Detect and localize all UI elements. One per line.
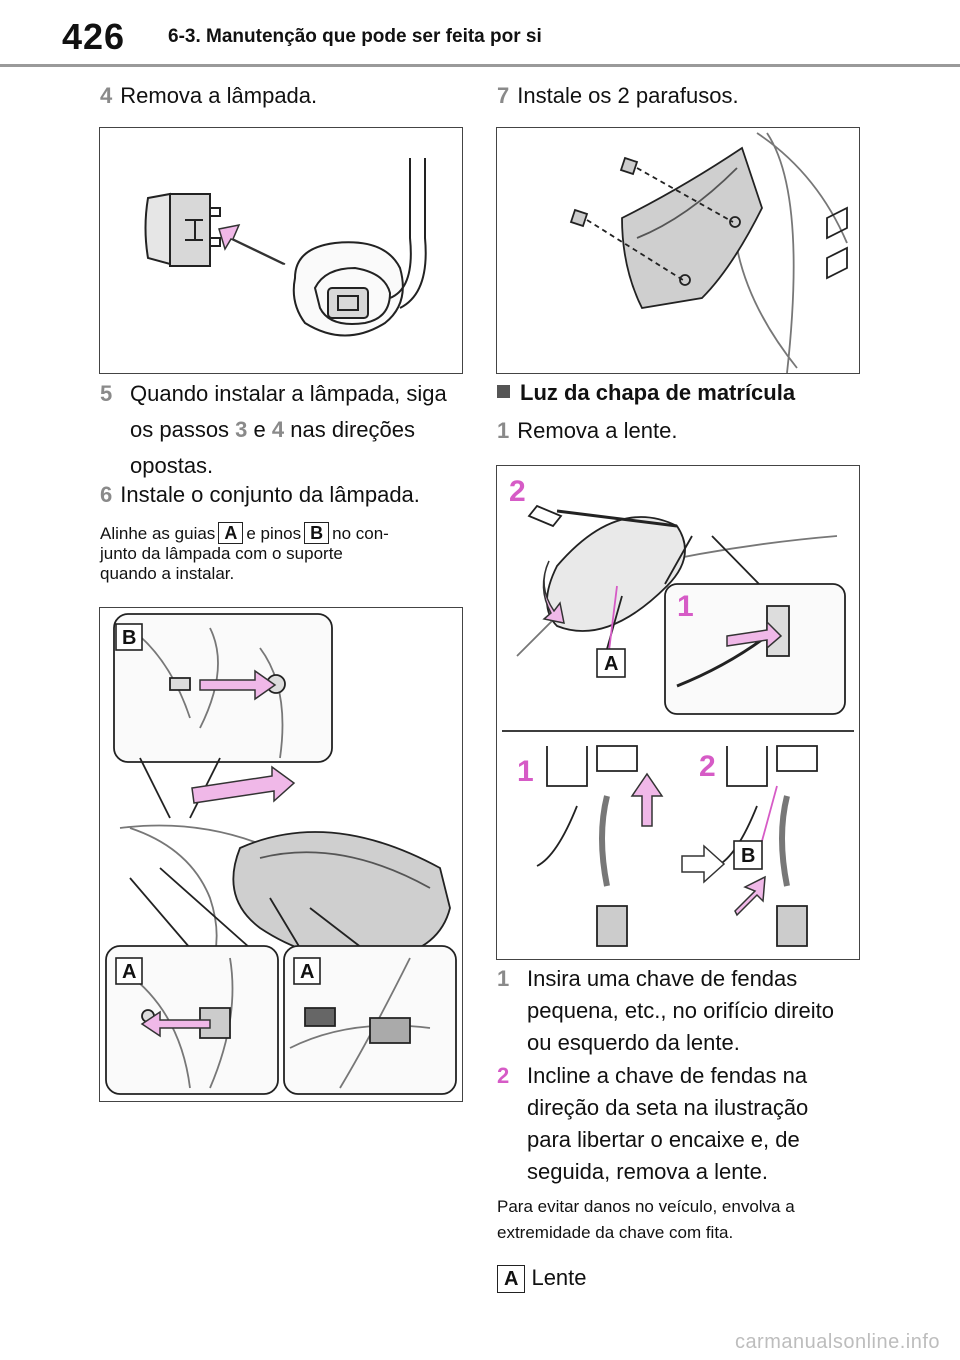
next-arrow: [681, 844, 726, 884]
ref-step: 4: [271, 417, 285, 442]
figure-install-bulb-assembly: B A A: [99, 607, 463, 1102]
step-number: 6: [100, 482, 113, 507]
square-bullet-icon: [497, 385, 510, 398]
callout-number-1: 1: [517, 755, 534, 788]
step-5-line1: Quando instalar a lâmpada, siga: [130, 381, 447, 406]
step-line: ou esquerdo da lente.: [527, 1030, 740, 1055]
step-line: direção da seta na ilustração: [527, 1095, 809, 1120]
fig-label-a: A: [300, 961, 314, 983]
note-line3: quando a instalar.: [100, 564, 235, 583]
note-line1: Para evitar danos no veículo, envolva a: [497, 1197, 795, 1216]
label-b: B: [304, 522, 330, 544]
lens-removal-illustration: 2 1 1 2 A B: [502, 475, 854, 947]
step-5-line3: opostas.: [130, 453, 214, 478]
step-4: 4 Remova a lâmpada.: [100, 80, 317, 112]
pink-curved-arrow: [542, 560, 565, 624]
ref-step: 3: [235, 417, 248, 442]
watermark: carmanualsonline.info: [734, 1331, 940, 1353]
pink-arrow-diag: [734, 875, 766, 917]
step-line: Insira uma chave de fendas: [527, 966, 798, 991]
assembly-illustration: B A A: [105, 613, 457, 1095]
step-6: 6 Instale o conjunto da lâmpada.: [100, 479, 420, 511]
legend-label-a: A: [497, 1265, 526, 1293]
page-header: 426 6-3. Manutenção que pode ser feita p…: [0, 0, 960, 67]
step-1b: 1 Insira uma chave de fendas pequena, et…: [497, 963, 917, 1059]
step-number: 1: [497, 966, 510, 991]
step-number: 2: [497, 1063, 510, 1088]
step-text: Remova a lente.: [517, 418, 678, 443]
section-subhead: Luz da chapa de matrícula: [497, 380, 795, 406]
figure-remove-lens: 2 1 1 2 A B: [496, 465, 860, 960]
step-number: 5: [100, 381, 113, 406]
figure-remove-bulb: [99, 127, 463, 374]
callout-number-2: 2: [509, 475, 526, 508]
step-1a: 1 Remova a lente.: [497, 415, 677, 447]
fig-label-b: B: [122, 627, 136, 649]
step-2: 2 Incline a chave de fendas na direção d…: [497, 1060, 917, 1188]
step-line: pequena, etc., no orifício direito: [527, 998, 834, 1023]
fig-label-b: B: [741, 845, 755, 867]
step-text: Remova a lâmpada.: [120, 83, 318, 108]
header-rule: [0, 64, 960, 67]
step-number: 7: [497, 83, 510, 108]
step-number: 1: [497, 418, 510, 443]
pink-arrow-up: [630, 772, 664, 827]
section-title: 6-3. Manutenção que pode ser feita por s…: [168, 26, 542, 47]
pink-arrow: [199, 669, 277, 701]
step-line: Incline a chave de fendas na: [527, 1063, 808, 1088]
label-a: A: [218, 522, 244, 544]
callout-number-1: 1: [677, 590, 694, 623]
step-line: para libertar o encaixe e, de: [527, 1127, 800, 1152]
note-protect-vehicle: Para evitar danos no veículo, envolva a …: [497, 1194, 917, 1246]
bulb-socket-illustration: [144, 158, 427, 337]
callout-number-2: 2: [699, 750, 716, 783]
pink-arrow: [726, 620, 783, 650]
step-5: 5 Quando instalar a lâmpada, siga os pas…: [100, 378, 460, 482]
fig-label-a: A: [604, 653, 618, 675]
pink-arrow: [140, 1010, 211, 1038]
note-line2: extremidade da chave com fita.: [497, 1223, 734, 1242]
subhead-text: Luz da chapa de matrícula: [520, 380, 796, 405]
step-7: 7 Instale os 2 parafusos.: [497, 80, 739, 112]
legend-text: Lente: [531, 1265, 587, 1290]
step-text: Instale os 2 parafusos.: [517, 83, 739, 108]
step-5-line2: os passos 3 e 4 nas direções: [130, 417, 415, 442]
screws-illustration: [569, 132, 848, 373]
note-line2: junto da lâmpada com o suporte: [100, 544, 343, 563]
step-number: 4: [100, 83, 113, 108]
pink-arrow-large: [191, 765, 296, 804]
page-number: 426: [62, 16, 126, 57]
figure-install-screws: [496, 127, 860, 374]
step-line: seguida, remova a lente.: [527, 1159, 768, 1184]
step-text: Instale o conjunto da lâmpada.: [120, 482, 420, 507]
fig-label-a: A: [122, 961, 136, 983]
